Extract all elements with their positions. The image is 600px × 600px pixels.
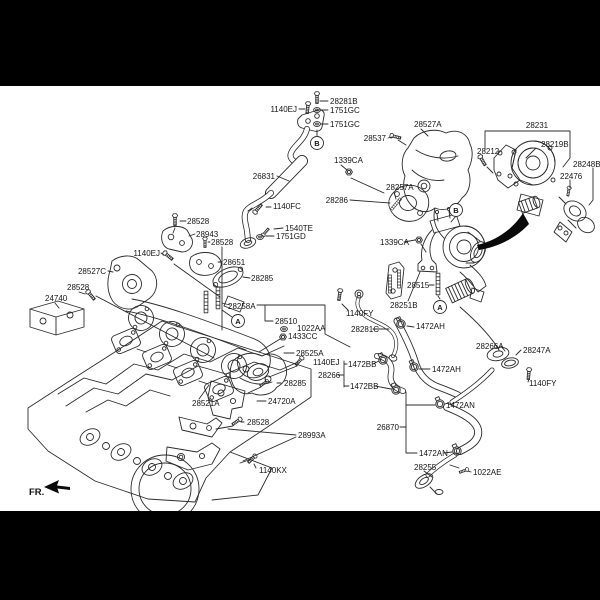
turbo-stud-icon: [397, 269, 401, 289]
manifold-gasket-drawing: [111, 327, 234, 403]
part-label: 28285: [251, 274, 274, 283]
part-label: 1022AA: [297, 324, 326, 333]
part-label: 28231: [526, 121, 549, 130]
egr-pipe-drawing: [239, 109, 325, 249]
ref-marker-b-circle: [310, 136, 324, 150]
actuator-22476-drawing: [553, 196, 595, 243]
part-label: 28510: [275, 317, 298, 326]
part-label: 1472AN: [419, 449, 448, 458]
part-labels: 28281B 1140EJ 1751GC 1751GC 1339CA 28537…: [45, 97, 600, 477]
part-label: 22476: [560, 172, 583, 181]
part-label: 28528: [211, 238, 234, 247]
part-label: 1140EJ: [270, 105, 297, 114]
part-label: 28521A: [192, 399, 220, 408]
part-label: 28515: [407, 281, 430, 290]
part-label: 28212: [477, 147, 500, 156]
manifold-stud-icon: [203, 290, 209, 314]
gasket-28651-drawing: [189, 252, 222, 276]
part-label: 1472AH: [432, 365, 461, 374]
part-label: 28255: [414, 463, 437, 472]
part-label: 28258A: [228, 302, 256, 311]
part-label: 28537: [364, 134, 387, 143]
part-label: 28248B: [573, 160, 600, 169]
part-label: 1140KX: [259, 466, 288, 475]
part-label: 28251B: [390, 301, 418, 310]
bracket-28527c-drawing: [107, 255, 158, 310]
orientation-arrow: [477, 213, 529, 250]
part-label: 1751GC: [330, 120, 360, 129]
stud-28515-icon: [435, 272, 441, 296]
part-label: 28266: [318, 371, 341, 380]
part-label: 28527C: [78, 267, 106, 276]
manifold-stud-icon: [215, 286, 221, 310]
part-label: 1140EJ: [133, 249, 160, 258]
part-label: 26870: [377, 423, 400, 432]
part-label: 1751GD: [276, 232, 306, 241]
part-label: 28651: [223, 258, 246, 267]
bracket-28993a-upper-drawing: [178, 416, 223, 438]
part-label: 1140EJ: [313, 358, 340, 367]
part-label: 28219B: [541, 140, 569, 149]
part-label: 1140FY: [346, 309, 374, 318]
gasket-28285-drawing: [212, 266, 244, 288]
part-label: 28528: [67, 283, 90, 292]
hoses-pipes-drawing: [354, 261, 519, 495]
part-label: 28257A: [386, 183, 414, 192]
bracket-24740-drawing: [29, 300, 85, 336]
part-label: 1472AN: [446, 401, 475, 410]
turbocharger-top-drawing: [493, 140, 556, 217]
heat-shield-28527a-drawing: [401, 129, 473, 239]
ref-marker-b: B: [453, 206, 459, 215]
leader-lines: [54, 100, 594, 478]
part-label: 1433CC: [288, 332, 318, 341]
ref-marker-a: A: [437, 303, 443, 312]
part-label: 1140FC: [273, 202, 301, 211]
part-label: 1339CA: [334, 156, 364, 165]
ref-marker-a-circle: [433, 300, 447, 314]
part-label: 28266A: [476, 342, 504, 351]
part-label: 24740: [45, 294, 68, 303]
fr-arrow-icon: [44, 480, 70, 494]
part-label: 1140FY: [529, 379, 557, 388]
part-label: 28525A: [296, 349, 324, 358]
part-label: 28527A: [414, 120, 442, 129]
bracket-28943-drawing: [161, 225, 193, 253]
part-label: 28286: [326, 196, 349, 205]
part-label: 28285: [284, 379, 307, 388]
ref-marker-a-circle: [231, 314, 245, 328]
ref-marker-a: A: [235, 317, 241, 326]
part-label: 28943: [196, 230, 219, 239]
part-label: 1472BB: [350, 382, 378, 391]
part-label: 28281B: [330, 97, 358, 106]
ref-marker-b-circle: [449, 203, 463, 217]
part-label: 1751GC: [330, 106, 360, 115]
part-label: 24720A: [268, 397, 296, 406]
fr-label: FR.: [29, 487, 44, 498]
part-label: 28528: [187, 217, 210, 226]
part-label: 28993A: [298, 431, 326, 440]
part-label: 28247A: [523, 346, 551, 355]
letterbox-bottom: [0, 511, 600, 600]
ref-markers: B B A A: [231, 136, 463, 328]
bracket-28993a-lower-drawing: [165, 442, 221, 471]
part-label: 1022AE: [473, 468, 501, 477]
part-label: 26831: [253, 172, 276, 181]
heat-protector-28525a-drawing: [229, 352, 288, 396]
part-label: 1472BB: [348, 360, 376, 369]
ref-marker-b: B: [314, 139, 320, 148]
part-label: 28528: [247, 418, 270, 427]
letterbox-top: [0, 0, 600, 86]
part-label: 28281C: [351, 325, 379, 334]
stay-24720a-drawing: [207, 380, 246, 420]
fr-indicator: FR.: [29, 480, 70, 498]
part-label: 1540TE: [285, 224, 313, 233]
part-label: 1472AH: [416, 322, 445, 331]
gasket-28286-drawing: [388, 184, 430, 222]
part-label: 1339CA: [380, 238, 410, 247]
